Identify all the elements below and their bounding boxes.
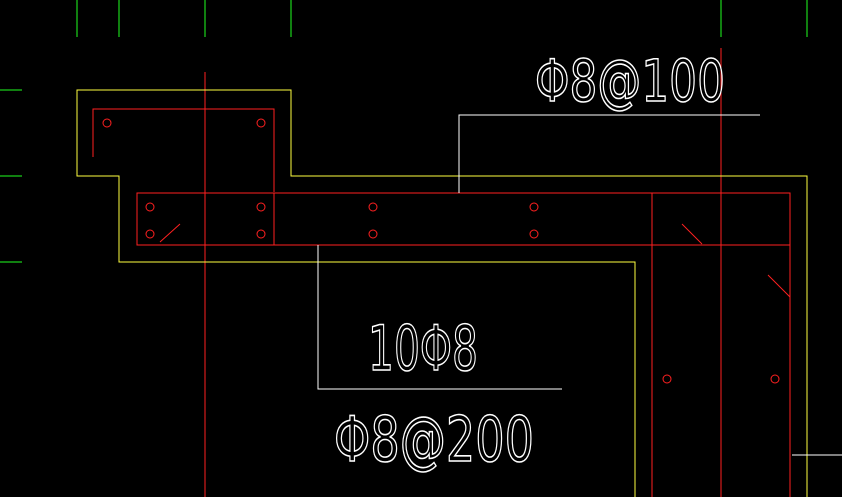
rebar-hook-2 <box>681 223 703 245</box>
rebar-dot <box>368 202 378 212</box>
rebar-dot <box>102 118 112 128</box>
rebar-stirrup-top-left <box>92 108 275 192</box>
rebar-dot <box>662 374 672 384</box>
rebar-dot <box>368 229 378 239</box>
axis-lines <box>204 48 722 497</box>
grid-ticks <box>0 0 808 263</box>
leader-lines <box>317 114 842 456</box>
annotation-top-rebar: Φ8@100 <box>535 47 725 115</box>
rebar-dot <box>256 118 266 128</box>
rebar-stirrup-horizontal-beam <box>136 192 791 246</box>
leader-line-bottom <box>317 245 562 390</box>
rebar-cages <box>92 108 791 497</box>
rebar-dot <box>529 229 539 239</box>
rebar-hook-3 <box>767 274 791 298</box>
annotation-bottom-rebar: Φ8@200 <box>334 403 534 476</box>
leader-line-top <box>458 114 760 193</box>
annotation-middle-rebar: 10Φ8 <box>368 312 478 385</box>
rebar-dot <box>145 202 155 212</box>
rebar-hook-1 <box>159 223 181 243</box>
concrete-outline-upper <box>76 89 808 497</box>
concrete-outline <box>76 89 808 497</box>
rebar-dot <box>256 229 266 239</box>
rebar-dot <box>256 202 266 212</box>
rebar-dot <box>770 374 780 384</box>
rebar-dot <box>529 202 539 212</box>
rebar-dots <box>102 118 780 384</box>
rebar-dot <box>145 229 155 239</box>
